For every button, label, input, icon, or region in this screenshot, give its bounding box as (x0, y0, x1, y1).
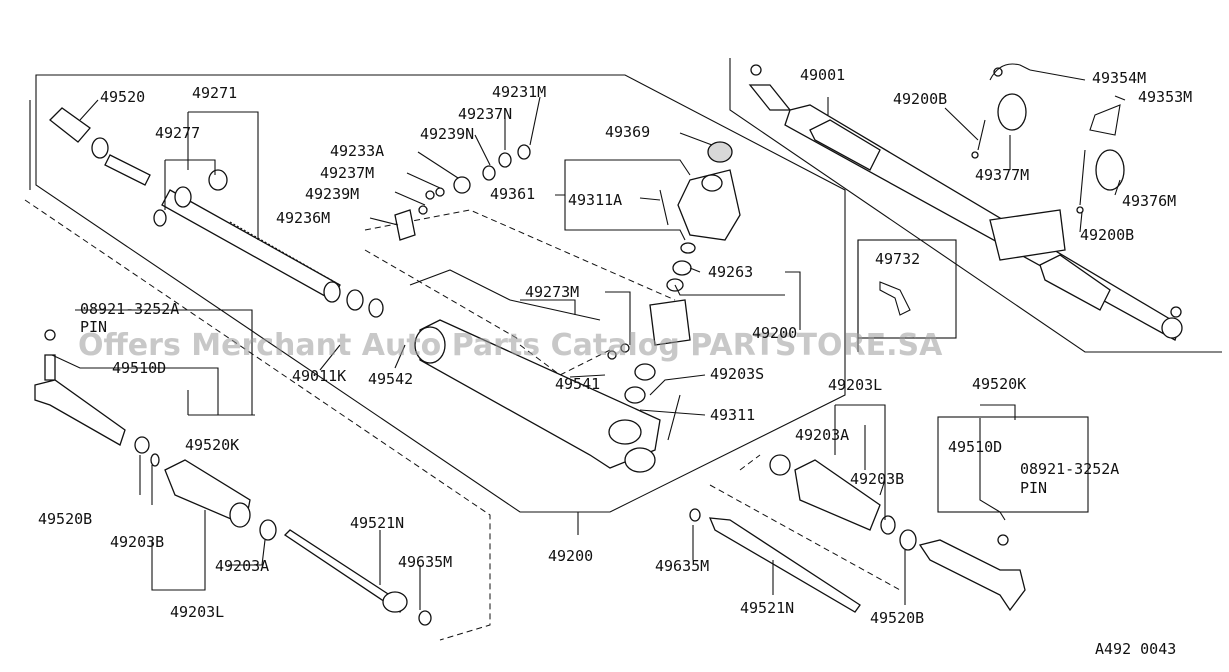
label-49203B-right: 49203B (850, 470, 904, 488)
label-49277: 49277 (155, 124, 200, 142)
boot-left (164, 459, 277, 541)
label-49011K: 49011K (292, 367, 346, 385)
label-49200B-right: 49200B (1080, 226, 1134, 244)
leader-lines (51, 69, 1126, 610)
label-49521N-right: 49521N (740, 599, 794, 617)
label-49354M: 49354M (1092, 69, 1146, 87)
label-49200-mid: 49200 (752, 324, 797, 342)
label-pin-left-text: PIN (80, 318, 107, 336)
label-49203L-left: 49203L (170, 603, 224, 621)
inner-tie-rod-right (689, 508, 861, 613)
label-49203S: 49203S (710, 365, 764, 383)
label-49635M-right: 49635M (655, 557, 709, 575)
label-49732: 49732 (875, 250, 920, 268)
label-49311: 49311 (710, 406, 755, 424)
label-49203A-right: 49203A (795, 426, 849, 444)
label-pin-left-number: 08921-3252A (80, 300, 179, 318)
label-49237M-a: 49237M (320, 164, 374, 182)
label-49377M: 49377M (975, 166, 1029, 184)
clamp-49732 (879, 281, 911, 316)
box-49732 (857, 239, 957, 339)
label-49203B-left: 49203B (110, 533, 164, 551)
inner-seals (394, 144, 531, 241)
label-pin-right-number: 08921-3252A (1020, 460, 1119, 478)
tie-rod-end-left (34, 329, 160, 467)
label-49520K-left: 49520K (185, 436, 239, 454)
label-49520B-left: 49520B (38, 510, 92, 528)
label-49361: 49361 (490, 185, 535, 203)
label-49237N: 49237N (458, 105, 512, 123)
boot-right (769, 454, 917, 551)
label-49231M: 49231M (492, 83, 546, 101)
label-49236M: 49236M (276, 209, 330, 227)
label-49273M: 49273M (525, 283, 579, 301)
label-49369: 49369 (605, 123, 650, 141)
label-49200B-top: 49200B (893, 90, 947, 108)
label-49001: 49001 (800, 66, 845, 84)
label-49263: 49263 (708, 263, 753, 281)
label-49203A-left: 49203A (215, 557, 269, 575)
label-49200-bottom: 49200 (548, 547, 593, 565)
label-49521N-left: 49521N (350, 514, 404, 532)
label-49233A: 49233A (330, 142, 384, 160)
label-49520K-right: 49520K (972, 375, 1026, 393)
box-pin-right (937, 416, 1089, 513)
label-49520B-right: 49520B (870, 609, 924, 627)
rack-housing-main (409, 269, 661, 473)
label-49353M: 49353M (1138, 88, 1192, 106)
part-labels: 49520 49271 49277 49233A 49237M 49239M 4… (38, 66, 1192, 658)
label-49541: 49541 (555, 375, 600, 393)
label-49542: 49542 (368, 370, 413, 388)
label-49239M: 49239M (305, 185, 359, 203)
label-49311A: 49311A (568, 191, 622, 209)
pinion-housing (649, 141, 741, 346)
label-49271: 49271 (192, 84, 237, 102)
label-49510D-right: 49510D (948, 438, 1002, 456)
rack-tube-left (49, 107, 384, 318)
label-49376M: 49376M (1122, 192, 1176, 210)
rack-assembly-right (748, 64, 1183, 341)
watermark-text: Offers Merchant Auto Parts Catalog PARTS… (78, 328, 943, 363)
mount-brackets-right (971, 63, 1125, 214)
label-49239N: 49239N (420, 125, 474, 143)
diagram-id: A492 0043 (1095, 640, 1176, 658)
inner-tie-rod-left (283, 529, 432, 626)
label-49203L-right: 49203L (828, 376, 882, 394)
label-pin-right-text: PIN (1020, 479, 1047, 497)
tie-rod-end-right (918, 511, 1026, 612)
assembly-outline-main (29, 74, 846, 513)
label-49510D-left: 49510D (112, 359, 166, 377)
label-49635M-left: 49635M (398, 553, 452, 571)
label-49520: 49520 (100, 88, 145, 106)
